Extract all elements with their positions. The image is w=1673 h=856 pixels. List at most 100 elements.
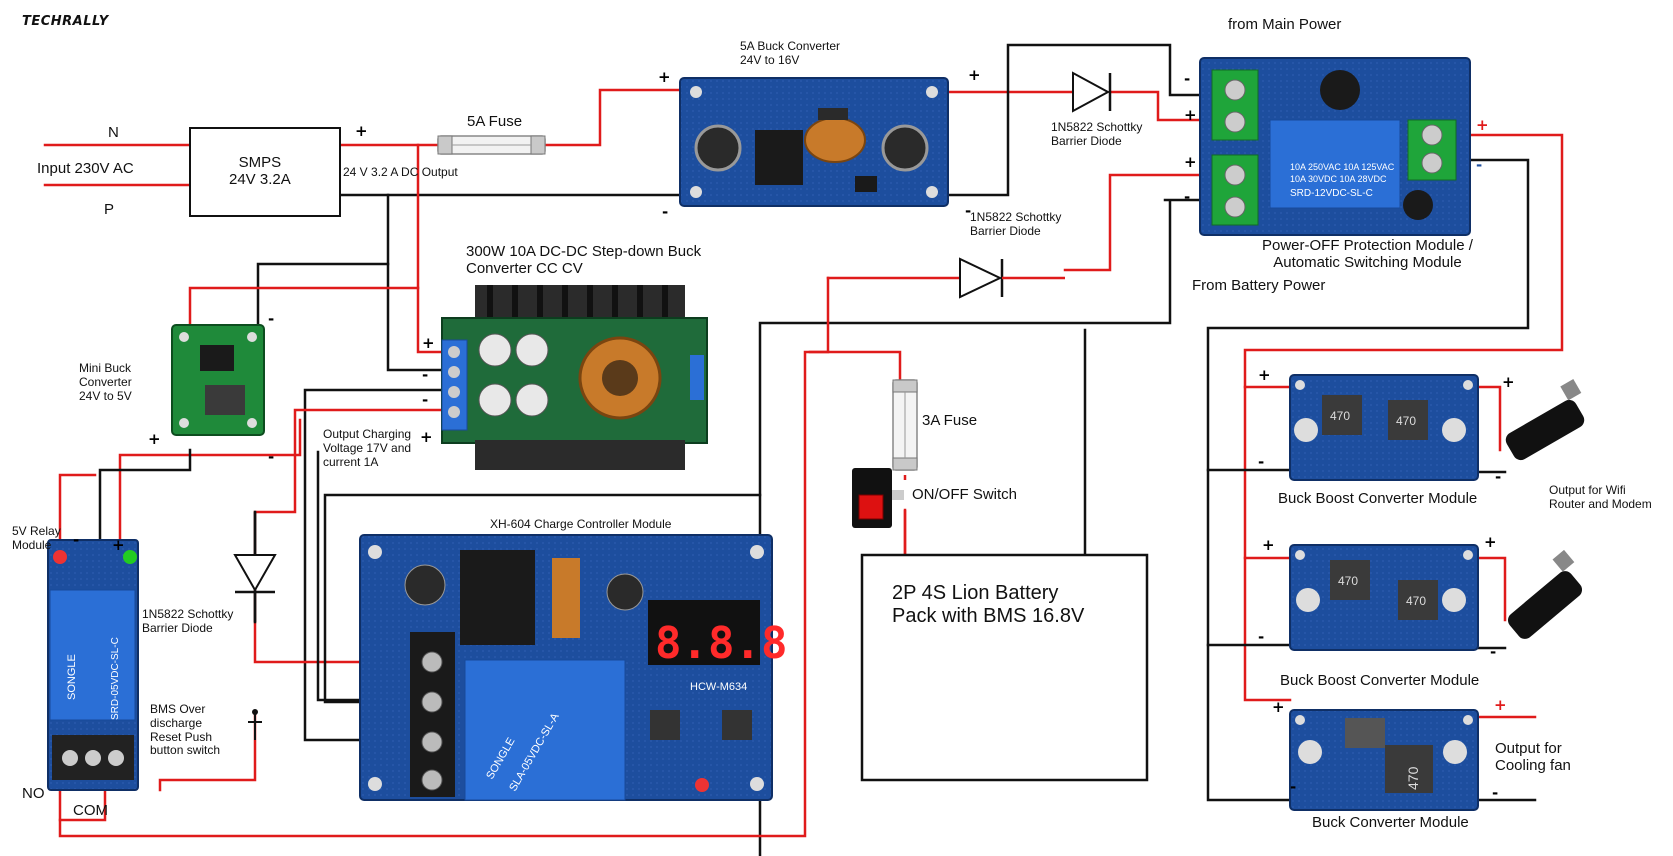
wire-mini-minus (256, 262, 390, 327)
label-bms-reset: BMS Over discharge Reset Push button swi… (150, 702, 221, 758)
label-buck-5a: 5A Buck Converter 24V to 16V (740, 39, 841, 67)
relay-left-text2: SRD-05VDC-SL-C (110, 637, 121, 720)
battery-box (860, 553, 1149, 782)
sign-plus: + (658, 68, 671, 86)
wire-diode-top-out (1108, 90, 1205, 122)
label-fan-out: Output for Cooling fan (1495, 740, 1571, 775)
xh604-display: 8.8.8 (655, 618, 787, 669)
xh604-model: HCW-M634 (690, 681, 747, 693)
sign-plus: + (1484, 533, 1497, 551)
label-buck-300w: 300W 10A DC-DC Step-down Buck Converter … (466, 243, 702, 278)
sign-minus: - (1258, 628, 1265, 646)
label-xh604: XH-604 Charge Controller Module (490, 517, 672, 531)
sign-plus: + (1494, 696, 1507, 714)
diode-icon-left (233, 554, 277, 594)
sign-minus: - (1476, 156, 1483, 174)
wire-mini-plus (188, 286, 420, 327)
sign-plus: + (1502, 373, 1515, 391)
label-from-battery: From Battery Power (1192, 277, 1326, 294)
sign-minus: - (422, 391, 429, 409)
wire-fuse3a (808, 350, 902, 382)
toggle-switch-icon (852, 468, 904, 528)
power-off-module (1199, 57, 1471, 236)
bb2-coil2: 470 (1406, 594, 1426, 608)
wire-relay-red (118, 418, 302, 542)
sign-minus: - (1184, 188, 1191, 206)
label-input-ac: Input 230V AC (37, 160, 134, 177)
push-button-icon (248, 709, 262, 740)
brand-logo: TECHRALLY (22, 14, 109, 29)
relay-top-text2: 10A 30VDC 10A 28VDC (1290, 174, 1387, 184)
sign-plus: + (112, 536, 125, 554)
sign-minus: - (965, 202, 972, 220)
wire-com (58, 788, 107, 822)
wire-out-plus (1243, 133, 1564, 702)
sign-plus: + (1184, 153, 1197, 171)
label-no: NO (22, 785, 45, 802)
sign-plus: + (355, 122, 368, 140)
label-p: P (104, 201, 115, 218)
sign-minus: - (1290, 778, 1297, 796)
wire-buck5a-out-minus (946, 43, 1205, 197)
label-onoff: ON/OFF Switch (912, 486, 1018, 503)
label-poweroff-module: Power-OFF Protection Module / Automatic … (1262, 237, 1473, 272)
sign-minus: - (268, 310, 275, 328)
sign-plus: + (1184, 106, 1197, 124)
sign-plus: + (1476, 116, 1489, 134)
dc-jack-icon-2 (1507, 549, 1583, 639)
label-fuse-3a: 3A Fuse (922, 412, 978, 429)
sign-minus: - (1258, 453, 1265, 471)
wire-smps-300w-plus (416, 143, 447, 354)
label-battery: 2P 4S Lion Battery Pack with BMS 16.8V (892, 582, 1085, 627)
buck-5a-board (679, 77, 949, 207)
relay-left-text1: SONGLE (66, 654, 78, 700)
label-diode-mid: 1N5822 Schottky Barrier Diode (970, 210, 1062, 238)
label-com: COM (73, 802, 108, 819)
fuse-icon (437, 135, 546, 155)
sign-plus: + (422, 334, 435, 352)
bb1-coil1: 470 (1330, 409, 1350, 423)
sign-plus: + (1258, 366, 1271, 384)
label-mini-buck: Mini Buck Converter 24V to 5V (79, 361, 132, 403)
relay-5v-board (47, 539, 139, 791)
smps-box (189, 127, 341, 217)
wire-smps-plus (338, 88, 682, 147)
label-wifi-out: Output for Wifi Router and Modem (1549, 483, 1652, 511)
wire-bb1-out-plus (1476, 385, 1502, 452)
sign-plus: + (148, 430, 161, 448)
xh604-board (359, 534, 773, 801)
sign-minus: - (422, 366, 429, 384)
sign-minus: - (73, 531, 80, 549)
fuse-icon-3a (892, 379, 918, 471)
sign-plus: + (1262, 536, 1275, 554)
label-relay: 5V Relay Module (12, 524, 61, 552)
sign-minus: - (1490, 643, 1497, 661)
sign-plus: + (968, 66, 981, 84)
label-fuse-5a: 5A Fuse (467, 113, 523, 130)
label-smps: SMPS 24V 3.2A (229, 154, 291, 189)
wire-xh-in (316, 450, 372, 702)
bb2-coil1: 470 (1338, 574, 1358, 588)
mini-buck-board (171, 324, 265, 436)
wire-relay-black (98, 448, 192, 542)
wire-300w-out-plus (253, 408, 447, 664)
label-dc-output: 24 V 3.2 A DC Output (343, 165, 458, 179)
relay-top-text1: 10A 250VAC 10A 125VAC (1290, 162, 1395, 172)
sign-minus: - (1184, 70, 1191, 88)
label-buck-mod: Buck Converter Module (1312, 814, 1469, 831)
dc-jack-icon-1 (1505, 379, 1585, 461)
wire-bb2-out-plus (1476, 556, 1507, 622)
buck-converter-board (1289, 709, 1479, 811)
label-bb1: Buck Boost Converter Module (1278, 490, 1478, 507)
buck-boost-2-board (1289, 544, 1479, 651)
sign-minus: - (1492, 784, 1499, 802)
wire-300w-out-minus (303, 388, 447, 742)
label-output-charging: Output Charging Voltage 17V and current … (323, 427, 412, 469)
sign-minus: - (268, 448, 275, 466)
wire-out-minus (1206, 158, 1530, 802)
wires (43, 43, 1564, 856)
bb1-coil2: 470 (1396, 414, 1416, 428)
sign-minus: - (662, 203, 669, 221)
label-diode-top: 1N5822 Schottky Barrier Diode (1051, 120, 1143, 148)
